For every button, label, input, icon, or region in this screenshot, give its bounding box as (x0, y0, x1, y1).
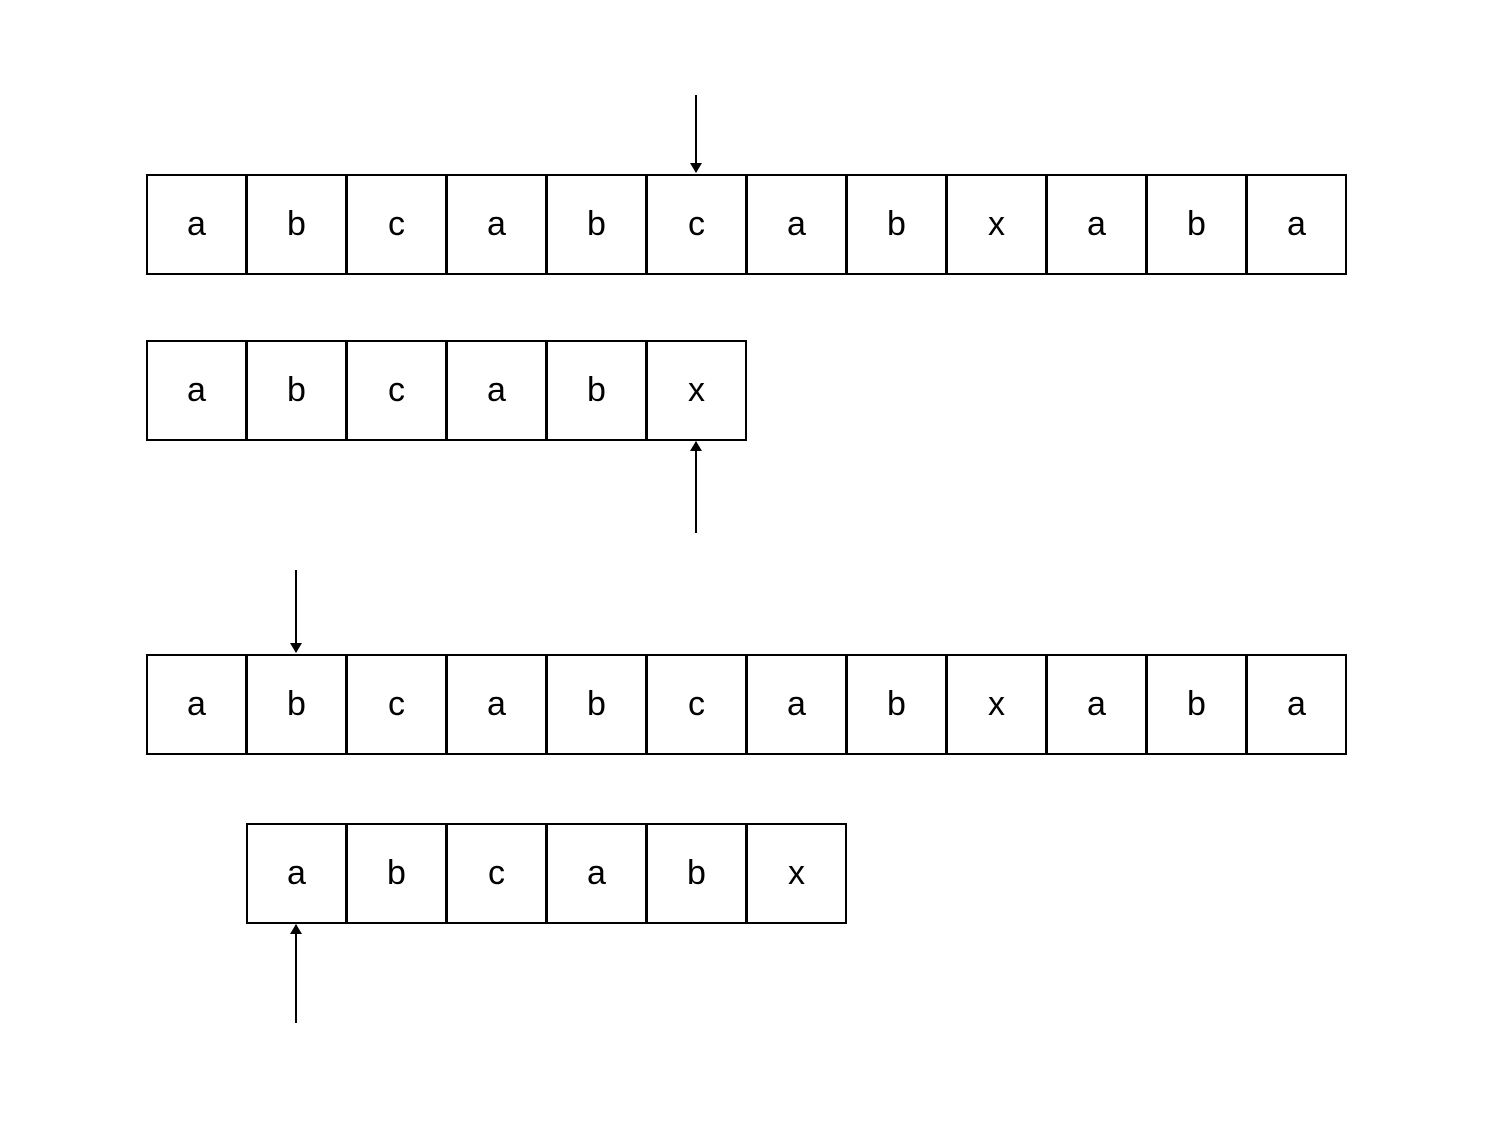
step1-text-cell-10: b (1146, 174, 1247, 275)
step2-text-cell-7: b (846, 654, 947, 755)
step1-text-cell-8: x (946, 174, 1047, 275)
step1-pattern-cell-1: b (246, 340, 347, 441)
step2-pattern-cell-2: c (446, 823, 547, 924)
step2-text-cell-0: a (146, 654, 247, 755)
step2-text-cell-8: x (946, 654, 1047, 755)
step2-text-cell-1: b (246, 654, 347, 755)
step2-text-cell-5: c (646, 654, 747, 755)
step2-text-cell-6: a (746, 654, 847, 755)
step1-text-cell-11: a (1246, 174, 1347, 275)
step2-pattern-cell-4: b (646, 823, 747, 924)
step1-text-cell-6: a (746, 174, 847, 275)
step2-pattern-cell-5: x (746, 823, 847, 924)
step1-pattern-cell-4: b (546, 340, 647, 441)
step2-text-cell-10: b (1146, 654, 1247, 755)
step2-text-cell-9: a (1046, 654, 1147, 755)
step1-text-cell-9: a (1046, 174, 1147, 275)
step2-pattern-cell-0: a (246, 823, 347, 924)
step1-text-cell-0: a (146, 174, 247, 275)
step1-pattern-cell-2: c (346, 340, 447, 441)
step1-text-cell-1: b (246, 174, 347, 275)
step1-pattern-cell-0: a (146, 340, 247, 441)
step1-text-cell-5: c (646, 174, 747, 275)
step1-text-cell-7: b (846, 174, 947, 275)
step1-text-cell-2: c (346, 174, 447, 275)
step2-text-cell-2: c (346, 654, 447, 755)
step1-pattern-cell-3: a (446, 340, 547, 441)
step2-text-cell-11: a (1246, 654, 1347, 755)
step2-text-cell-3: a (446, 654, 547, 755)
step1-pattern-cell-5: x (646, 340, 747, 441)
step2-pattern-cell-1: b (346, 823, 447, 924)
step2-text-cell-4: b (546, 654, 647, 755)
step1-text-cell-4: b (546, 174, 647, 275)
step2-pattern-cell-3: a (546, 823, 647, 924)
step1-text-cell-3: a (446, 174, 547, 275)
